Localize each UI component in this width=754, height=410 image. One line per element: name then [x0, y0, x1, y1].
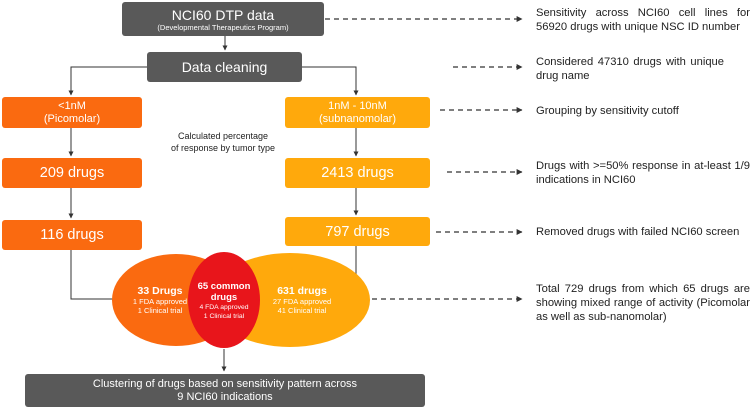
drugs-797-label: 797 drugs	[325, 223, 390, 240]
picomolar-label: (Picomolar)	[43, 112, 101, 125]
note-sensitivity: Sensitivity across NCI60 cell lines for …	[536, 7, 750, 33]
venn-right-fda: 27 FDA approved	[272, 297, 332, 306]
arrow-116-to-venn	[70, 250, 121, 302]
subnanomolar-label: (subnanomolar)	[318, 112, 397, 125]
center-note-line1: Calculated percentage	[177, 131, 269, 141]
note-removed: Removed drugs with failed NCI60 screen	[536, 226, 740, 238]
clustering-line1: Clustering of drugs based on sensitivity…	[92, 377, 358, 390]
drugs-209-label: 209 drugs	[39, 165, 105, 181]
clustering-box: Clustering of drugs based on sensitivity…	[25, 374, 425, 407]
note-grouping: Grouping by sensitivity cutoff	[536, 105, 679, 117]
calculated-percentage-note: Calculated percentage of response by tum…	[152, 130, 294, 154]
data-cleaning-box: Data cleaning	[147, 52, 302, 82]
note-response: Drugs with >=50% response in at-least 1/…	[536, 160, 750, 186]
venn-center-ellipse	[188, 252, 260, 348]
drugs-209-box: 209 drugs	[2, 158, 142, 188]
drugs-797-box: 797 drugs	[285, 217, 430, 246]
nci60-title: NCI60 DTP data	[171, 6, 275, 23]
arrow-cleaning-to-right	[302, 66, 359, 96]
venn-left-trial: 1 Clinical trial	[137, 306, 183, 315]
venn-right-title: 631 drugs	[277, 285, 327, 297]
note-total: Total 729 drugs from which 65 drugs are …	[536, 283, 750, 323]
venn-left-fda: 1 FDA approved	[132, 297, 188, 306]
arrow-cleaning-to-left	[68, 66, 147, 96]
drugs-2413-box: 2413 drugs	[285, 158, 430, 188]
venn-center-title2: drugs	[210, 292, 238, 303]
drugs-2413-label: 2413 drugs	[321, 165, 394, 181]
nci60-subtitle: (Developmental Therapeutics Program)	[157, 22, 289, 32]
note-considered: Considered 47310 drugs with unique drug …	[536, 56, 724, 82]
picomolar-cutoff: <1nM	[58, 99, 86, 112]
subnanomolar-box: 1nM - 10nM (subnanomolar)	[285, 97, 430, 128]
drugs-116-label: 116 drugs	[40, 227, 104, 243]
venn-center-fda: 4 FDA approved	[199, 304, 249, 311]
data-cleaning-label: Data cleaning	[181, 59, 268, 75]
venn-center-title1: 65 common	[197, 281, 251, 292]
subnanomolar-cutoff: 1nM - 10nM	[328, 99, 387, 112]
venn-left-text: 33 Drugs 1 FDA approved 1 Clinical trial	[120, 285, 200, 315]
venn-right-text: 631 drugs 27 FDA approved 41 Clinical tr…	[257, 285, 347, 315]
picomolar-box: <1nM (Picomolar)	[2, 97, 142, 128]
clustering-line2: 9 NCI60 indications	[177, 390, 273, 403]
venn-center-trial: 1 Clinical trial	[203, 313, 245, 320]
venn-right-trial: 41 Clinical trial	[277, 306, 327, 315]
venn-center-text: 65 common drugs 4 FDA approved 1 Clinica…	[192, 281, 256, 321]
venn-left-title: 33 Drugs	[137, 285, 183, 297]
drugs-116-box: 116 drugs	[2, 220, 142, 250]
nci60-dtp-box: NCI60 DTP data (Developmental Therapeuti…	[122, 2, 324, 36]
center-note-line2: of response by tumor type	[170, 143, 276, 153]
